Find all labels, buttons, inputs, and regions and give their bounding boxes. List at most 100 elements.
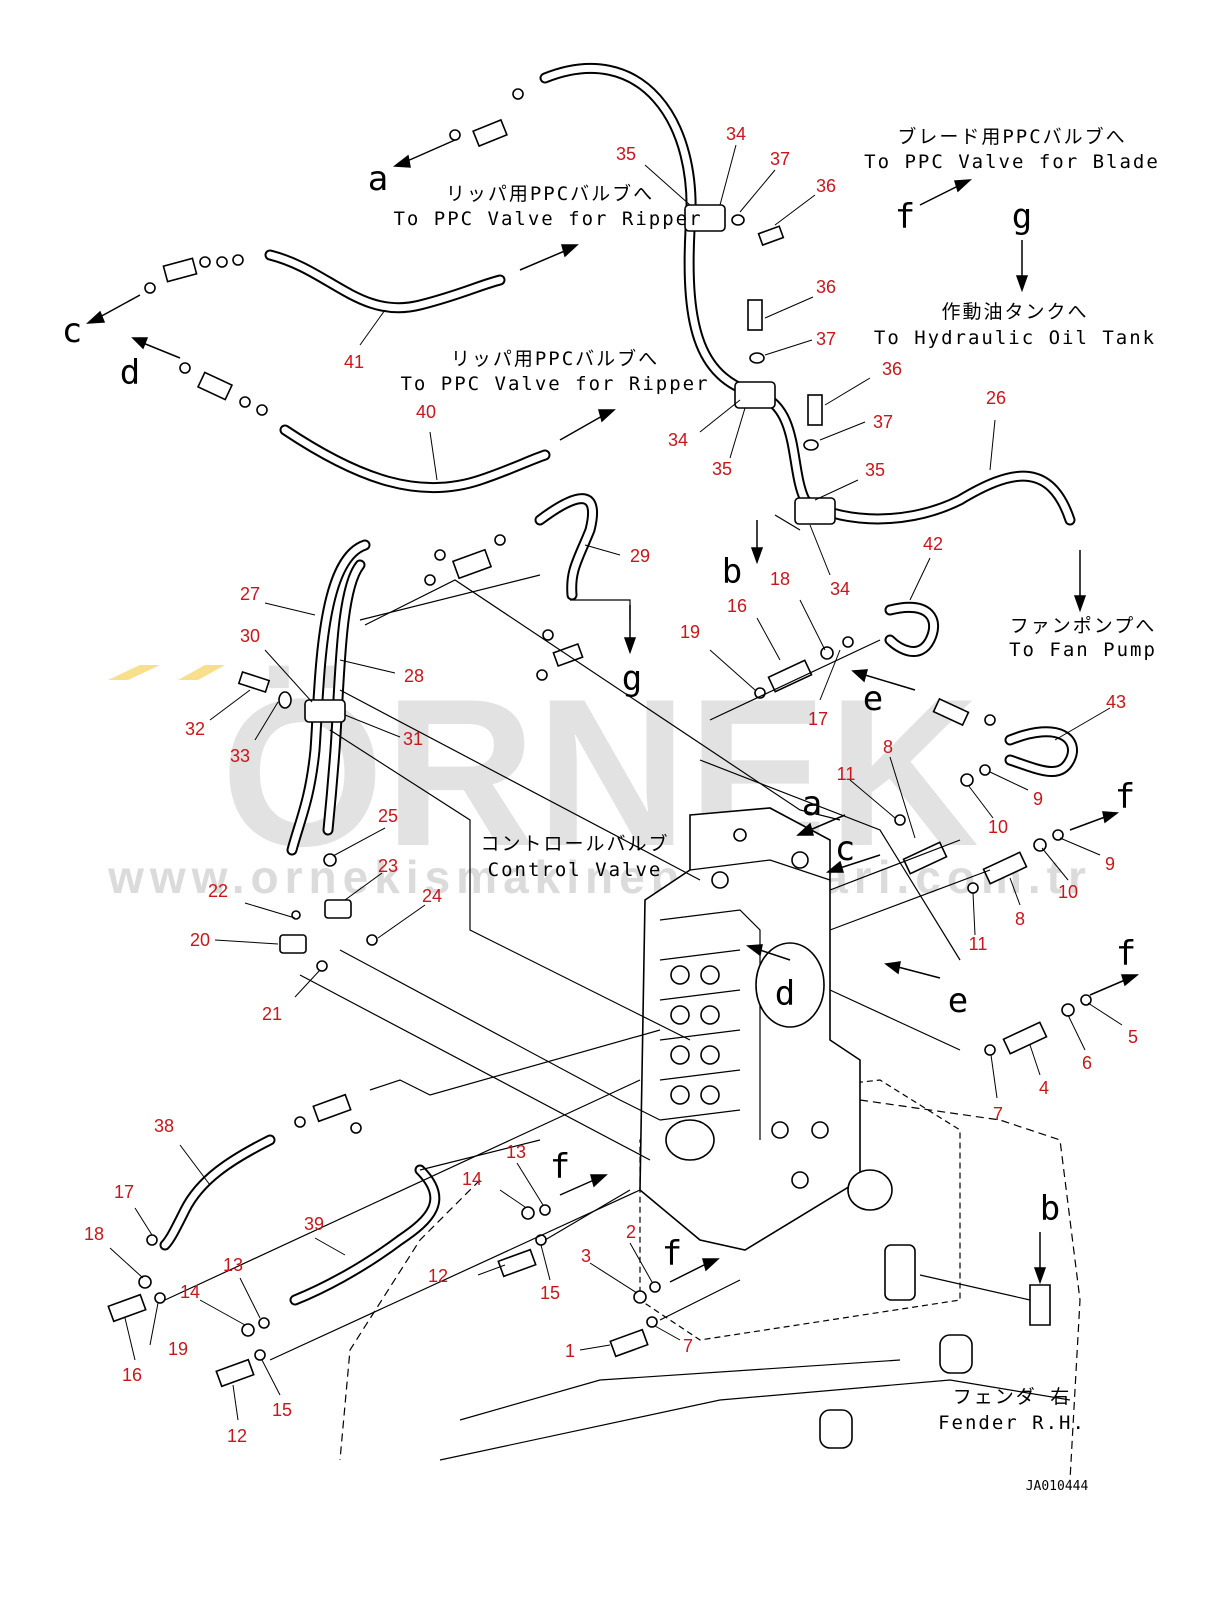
- letter-b-fender: b: [1040, 1189, 1060, 1229]
- clamps: [237, 204, 836, 723]
- letter-e-42: e: [863, 679, 883, 719]
- part-30: 30: [240, 626, 260, 646]
- part-26: 26: [986, 388, 1006, 408]
- part-36-a: 36: [816, 176, 836, 196]
- note-tank-en: To Hydraulic Oil Tank: [874, 327, 1156, 349]
- leader-lines: [164, 514, 991, 1361]
- part-34-a: 34: [726, 124, 746, 144]
- washer-37-upper: [731, 214, 745, 226]
- letter-a-top: a: [368, 159, 388, 199]
- note-tank-jp: 作動油タンクへ: [941, 301, 1088, 323]
- part-31: 31: [403, 729, 423, 749]
- part-3: 3: [581, 1246, 591, 1266]
- part-2: 2: [626, 1222, 636, 1242]
- part-43: 43: [1106, 692, 1126, 712]
- letter-d-left: d: [120, 353, 140, 393]
- control-valve: [639, 807, 893, 1251]
- part-14-a: 14: [180, 1282, 200, 1302]
- note-fan-en: To Fan Pump: [1009, 639, 1157, 661]
- part-20: 20: [190, 930, 210, 950]
- letter-d-valve: d: [775, 974, 795, 1014]
- part-6: 6: [1082, 1053, 1092, 1073]
- destination-notes: リッパ用PPCバルブへ To PPC Valve for Ripper リッパ用…: [393, 125, 1160, 1494]
- letter-f-5: f: [1116, 934, 1136, 974]
- part-9-a: 9: [1033, 789, 1043, 809]
- bolt-32: [237, 670, 271, 694]
- bushing-part: [939, 1334, 973, 1374]
- part-18-b: 18: [84, 1224, 104, 1244]
- part-22: 22: [208, 881, 228, 901]
- note-control-jp: コントロールバルブ: [480, 832, 669, 855]
- part-35-a: 35: [616, 144, 636, 164]
- part-16-a: 16: [727, 596, 747, 616]
- part-4: 4: [1039, 1078, 1049, 1098]
- bolt-36-middle: [747, 299, 763, 331]
- note-blade-en: To PPC Valve for Blade: [864, 151, 1160, 173]
- part-37-b: 37: [816, 329, 836, 349]
- bushing-part-2: [819, 1409, 853, 1449]
- part-42: 42: [923, 534, 943, 554]
- hose-41: [264, 249, 506, 314]
- letter-f-blade: f: [895, 197, 915, 237]
- note-fender-jp: フェンダ 右: [953, 1386, 1071, 1408]
- letter-f-9: f: [1115, 777, 1135, 817]
- part-34-c: 34: [830, 579, 850, 599]
- part-17-a: 17: [808, 709, 828, 729]
- pin-part: [1029, 1284, 1051, 1326]
- part-14-b: 14: [462, 1169, 482, 1189]
- part-37-c: 37: [873, 412, 893, 432]
- clamp-30: [304, 699, 346, 723]
- arrows: [85, 139, 1140, 1285]
- note-fender-en: Fender R.H.: [938, 1412, 1086, 1434]
- washer-33: [278, 691, 292, 709]
- letter-a-valve: a: [802, 784, 822, 824]
- letter-f-2: f: [662, 1234, 682, 1274]
- part-8-a: 8: [883, 737, 893, 757]
- part-12-a: 12: [428, 1266, 448, 1286]
- part-15-b: 15: [272, 1400, 292, 1420]
- part-19-b: 19: [168, 1339, 188, 1359]
- letter-g-tank: g: [1012, 197, 1032, 237]
- drawing-code: JA010444: [1026, 1479, 1089, 1494]
- hoses: [159, 62, 1078, 1306]
- washer-37-middle: [749, 352, 765, 364]
- fittings: [107, 88, 1092, 1388]
- note-ripper-mid-en: To PPC Valve for Ripper: [400, 373, 709, 395]
- part-38: 38: [154, 1116, 174, 1136]
- letter-g-29: g: [622, 659, 642, 699]
- frame-outline: [339, 1079, 1081, 1481]
- part-24: 24: [422, 886, 442, 906]
- part-1: 1: [565, 1341, 575, 1361]
- letter-f-13: f: [550, 1147, 570, 1187]
- part-35-b: 35: [712, 459, 732, 479]
- part-10-b: 10: [1058, 882, 1078, 902]
- clamp-35-middle: [734, 381, 776, 409]
- note-ripper-top-jp: リッパ用PPCバルブへ: [446, 182, 654, 205]
- part-35-c: 35: [865, 460, 885, 480]
- part-33: 33: [230, 746, 250, 766]
- bolt-36-upper: [757, 225, 785, 247]
- part-41: 41: [344, 352, 364, 372]
- note-control-en: Control Valve: [488, 859, 663, 881]
- bolt-36-lower: [807, 394, 823, 426]
- callout-leaders: [109, 144, 1123, 1421]
- note-ripper-mid-jp: リッパ用PPCバルブへ: [451, 347, 659, 370]
- part-17-b: 17: [114, 1182, 134, 1202]
- part-11-b: 11: [969, 934, 988, 954]
- part-12-b: 12: [227, 1426, 247, 1446]
- part-32: 32: [185, 719, 205, 739]
- note-ripper-top-en: To PPC Valve for Ripper: [393, 208, 702, 230]
- part-18-a: 18: [770, 569, 790, 589]
- part-13-a: 13: [223, 1255, 243, 1275]
- part-40: 40: [416, 402, 436, 422]
- part-11-a: 11: [837, 764, 856, 784]
- stud-part: [884, 1244, 916, 1301]
- part-16-b: 16: [122, 1365, 142, 1385]
- hose-39: [289, 1164, 441, 1306]
- part-19-a: 19: [680, 622, 700, 642]
- part-10-a: 10: [988, 817, 1008, 837]
- part-34-b: 34: [668, 430, 688, 450]
- part-37-a: 37: [770, 149, 790, 169]
- part-28: 28: [404, 666, 424, 686]
- part-25: 25: [378, 806, 398, 826]
